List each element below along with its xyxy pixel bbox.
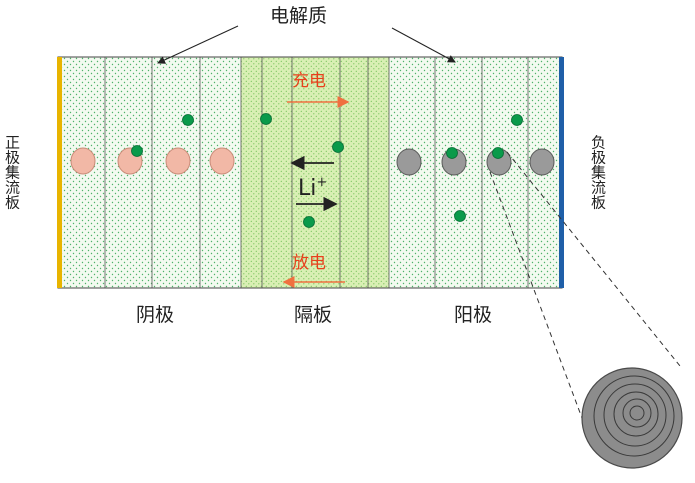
lithium-ion-dot bbox=[260, 113, 272, 125]
lithium-ion-dot bbox=[182, 114, 194, 126]
electrolyte-label: 电解质 bbox=[270, 5, 327, 27]
lithium-ion-dot bbox=[492, 147, 504, 159]
anode-particle bbox=[529, 148, 555, 176]
positive-collector-label: 正极集流板 bbox=[3, 135, 21, 210]
cathode-particle bbox=[209, 147, 235, 175]
anode-particle bbox=[396, 148, 422, 176]
anode-label: 阳极 bbox=[454, 304, 492, 326]
lithium-ion-dot bbox=[332, 141, 344, 153]
cathode-particle bbox=[70, 147, 96, 175]
lithium-ion-dot bbox=[454, 210, 466, 222]
positive-collector-bar bbox=[57, 57, 62, 288]
charge-label: 充电 bbox=[292, 71, 326, 91]
lithium-ion-dot bbox=[511, 114, 523, 126]
lithium-ions bbox=[131, 113, 523, 228]
electrolyte-leader-right bbox=[391, 27, 456, 63]
zoom-line-left bbox=[489, 171, 583, 419]
cathode-particle bbox=[165, 147, 191, 175]
electrolyte-leader-left bbox=[157, 25, 239, 64]
negative-collector-label: 负极集流板 bbox=[589, 135, 607, 210]
discharge-label: 放电 bbox=[292, 253, 326, 273]
lithium-ion-dot bbox=[303, 216, 315, 228]
lithium-ion-dot bbox=[446, 147, 458, 159]
separator-region bbox=[241, 57, 389, 288]
anode-region bbox=[389, 57, 562, 288]
lithium-ion-dot bbox=[131, 145, 143, 157]
zoom-line-right bbox=[506, 151, 681, 367]
negative-collector-bar bbox=[559, 57, 564, 288]
cathode-label: 阴极 bbox=[136, 304, 174, 326]
zoomed-graphite-particle bbox=[581, 367, 683, 469]
li-ion-label: Li+ bbox=[298, 175, 327, 201]
separator-label: 隔板 bbox=[294, 304, 332, 326]
electrode-grid-lines bbox=[104, 57, 529, 288]
